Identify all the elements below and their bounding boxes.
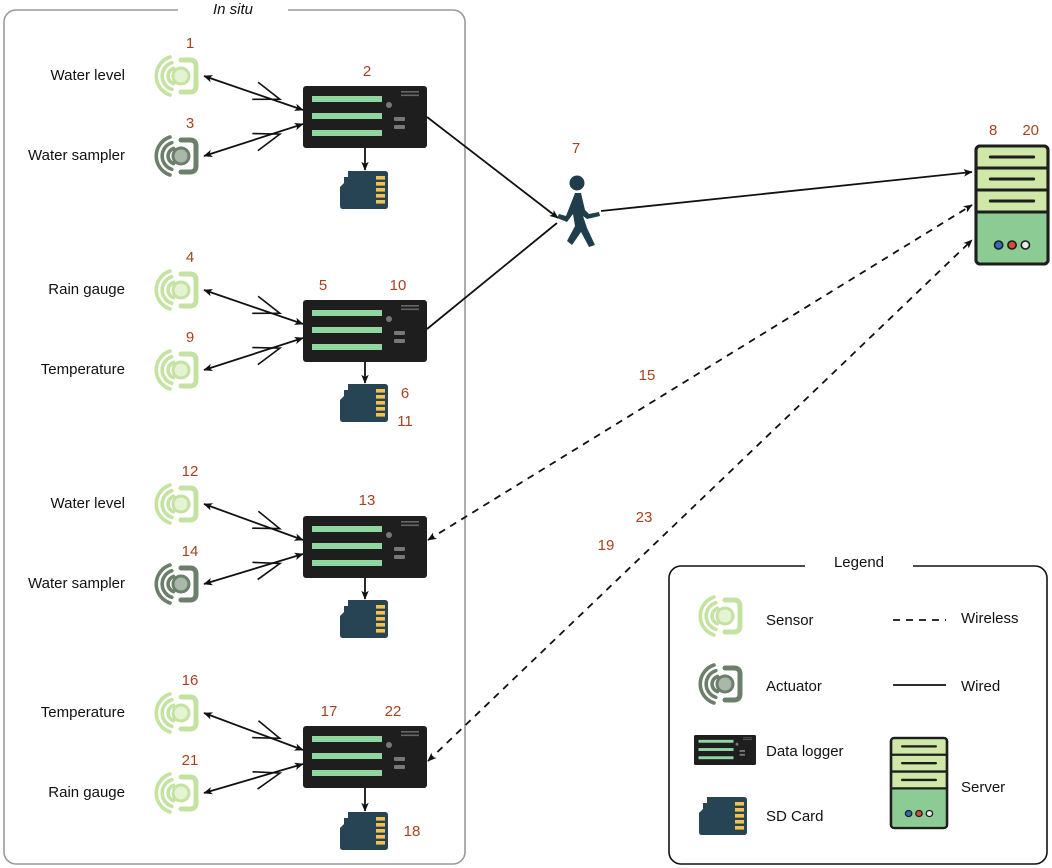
legend-server-label: Server xyxy=(961,779,1005,796)
device-link xyxy=(203,762,304,795)
link-number-23: 23 xyxy=(636,509,653,526)
sensor-icon xyxy=(154,483,199,525)
legend-server-icon xyxy=(889,736,949,830)
link-chevron xyxy=(252,770,283,790)
actuator-icon xyxy=(154,563,199,605)
sensor-icon xyxy=(154,772,199,814)
legend-wireless-label: Wireless xyxy=(961,610,1019,627)
actuator-icon xyxy=(154,135,199,177)
link-chevron xyxy=(252,346,283,366)
device-link xyxy=(203,75,304,111)
wired-link-logger2-person xyxy=(426,116,559,219)
sensor-label: Water level xyxy=(51,67,125,84)
sd-card-icon xyxy=(340,171,388,209)
link-chevron xyxy=(252,295,283,315)
legend-sdcard-label: SD Card xyxy=(766,808,824,825)
sensor-icon xyxy=(154,349,199,391)
data-logger-icon xyxy=(303,726,427,788)
logger-number: 10 xyxy=(390,277,407,294)
logger-number: 22 xyxy=(385,703,402,720)
sensor-label: Temperature xyxy=(41,361,125,378)
device-number: 1 xyxy=(186,35,194,52)
person-number: 7 xyxy=(572,140,580,157)
device-link xyxy=(203,552,304,586)
link-chevron xyxy=(252,510,283,530)
in-situ-title: In situ xyxy=(213,1,254,18)
link-number-19: 19 xyxy=(598,537,615,554)
sd-number: 11 xyxy=(397,413,413,430)
device-number: 14 xyxy=(182,543,199,560)
legend-sensor-icon xyxy=(698,595,743,637)
logger-number: 5 xyxy=(319,277,327,294)
legend-sensor-label: Sensor xyxy=(766,612,814,629)
wired-link-logger5-person xyxy=(426,222,558,330)
sd-card-icon xyxy=(340,600,388,638)
sd-card-icon xyxy=(340,384,388,422)
server-icon xyxy=(974,144,1050,266)
network-links xyxy=(426,116,973,762)
legend-logger-icon xyxy=(694,735,756,765)
sensor-label: Rain gauge xyxy=(48,784,125,801)
sd-number: 18 xyxy=(404,823,421,840)
device-number: 3 xyxy=(186,115,194,132)
in-situ-title-mask xyxy=(178,2,288,20)
device-link xyxy=(203,336,304,372)
link-chevron xyxy=(252,132,283,152)
device-number: 9 xyxy=(186,329,194,346)
sd-number: 6 xyxy=(401,385,409,402)
logger-number: 17 xyxy=(321,703,338,720)
link-chevron xyxy=(252,720,282,740)
legend: Legend Sensor Actuator Data logger SD Ca… xyxy=(668,552,1048,865)
device-link xyxy=(203,122,304,158)
legend-wired-label: Wired xyxy=(961,678,1000,695)
actuator-label: Water sampler xyxy=(28,575,125,592)
person-icon xyxy=(557,175,600,247)
data-logger-icon xyxy=(303,86,427,148)
link-chevron xyxy=(252,81,283,101)
legend-title-mask xyxy=(805,552,913,574)
sensor-label: Temperature xyxy=(41,704,125,721)
server-numbers: 8 20 xyxy=(989,122,1039,139)
wired-link-person-server xyxy=(600,169,973,212)
device-link xyxy=(203,712,304,751)
device-number: 21 xyxy=(182,752,199,769)
logger-number: 13 xyxy=(359,492,376,509)
legend-actuator-icon xyxy=(698,663,743,705)
device-link xyxy=(203,503,304,541)
legend-title: Legend xyxy=(834,554,884,571)
sensor-icon xyxy=(154,55,199,97)
data-logger-icon xyxy=(303,300,427,362)
data-logger-icon xyxy=(303,516,427,578)
legend-icons xyxy=(694,595,949,835)
sensor-icon xyxy=(154,692,199,734)
wireless-link-17-server xyxy=(427,239,973,762)
logger-number: 2 xyxy=(363,63,371,80)
sd-card-icon xyxy=(340,812,388,850)
sensor-label: Rain gauge xyxy=(48,281,125,298)
legend-actuator-label: Actuator xyxy=(766,678,822,695)
device-link xyxy=(203,289,304,325)
link-chevron xyxy=(252,561,283,581)
wireless-link-13-server xyxy=(427,204,973,541)
device-number: 4 xyxy=(186,249,194,266)
device-number: 12 xyxy=(182,463,199,480)
sensor-icon xyxy=(154,269,199,311)
legend-logger-label: Data logger xyxy=(766,743,844,760)
sensor-label: Water level xyxy=(51,495,125,512)
link-number-15: 15 xyxy=(639,367,656,384)
device-number: 16 xyxy=(182,672,199,689)
legend-sdcard-icon xyxy=(699,797,747,835)
actuator-label: Water sampler xyxy=(28,147,125,164)
